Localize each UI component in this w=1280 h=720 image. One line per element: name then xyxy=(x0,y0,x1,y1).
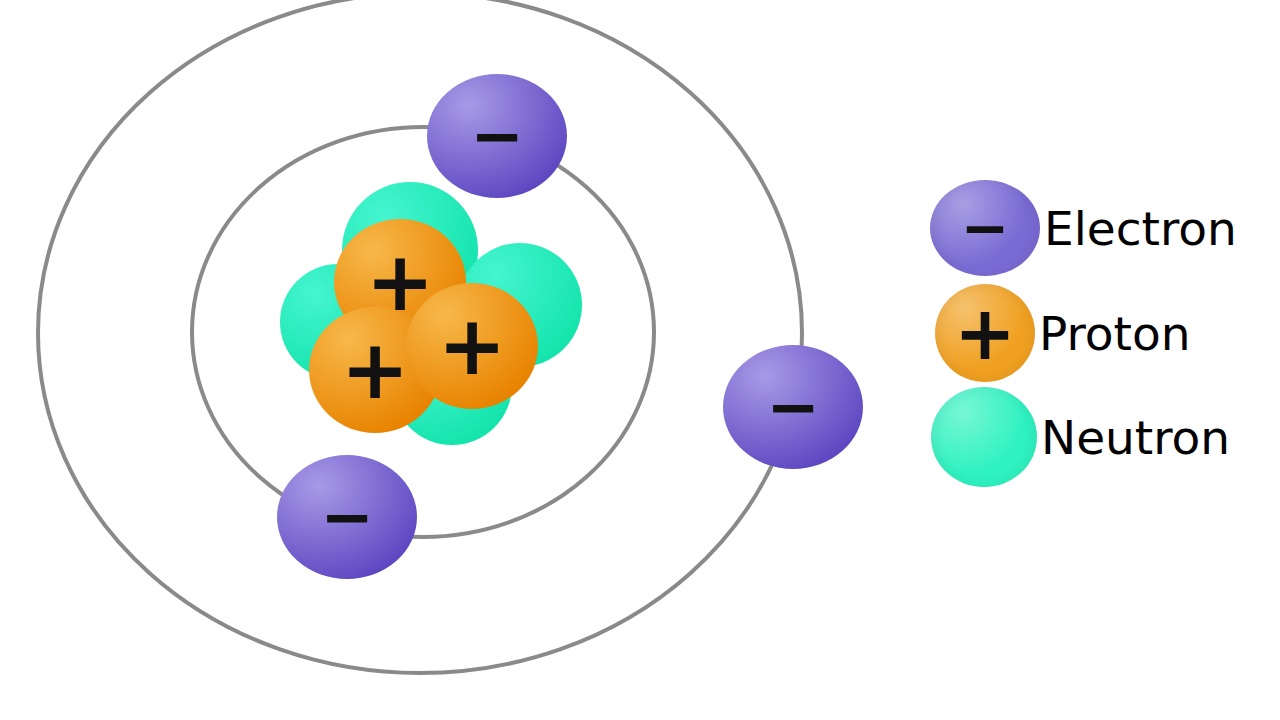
minus-sign: − xyxy=(470,104,524,168)
electron-particle: − xyxy=(427,74,567,198)
legend-entry: + Proton xyxy=(935,284,1191,382)
legend-label: Neutron xyxy=(1041,410,1230,465)
legend-entry: Neutron xyxy=(931,387,1230,487)
minus-sign: − xyxy=(320,485,374,549)
outer-shell xyxy=(38,0,802,673)
legend-symbol: + xyxy=(954,296,1016,370)
proton-particle: + xyxy=(406,283,538,409)
electron-particle: − xyxy=(277,455,417,579)
minus-sign: − xyxy=(766,375,820,439)
proton-outline xyxy=(406,283,538,409)
electron-outline xyxy=(427,74,567,198)
legend-entry: −Electron xyxy=(930,180,1237,276)
inner-shell xyxy=(192,127,654,537)
electron-particle: − xyxy=(723,345,863,469)
plus-sign: + xyxy=(438,305,507,387)
legend-label: Electron xyxy=(1044,201,1237,256)
legend-symbol: − xyxy=(961,199,1010,257)
legend-label: Proton xyxy=(1039,306,1191,361)
legend-swatch xyxy=(931,387,1037,487)
electron-outline xyxy=(723,345,863,469)
legend-swatch: − xyxy=(930,180,1040,276)
electron-outline xyxy=(277,455,417,579)
legend-swatch: + xyxy=(935,284,1035,382)
plus-sign: + xyxy=(341,329,410,411)
